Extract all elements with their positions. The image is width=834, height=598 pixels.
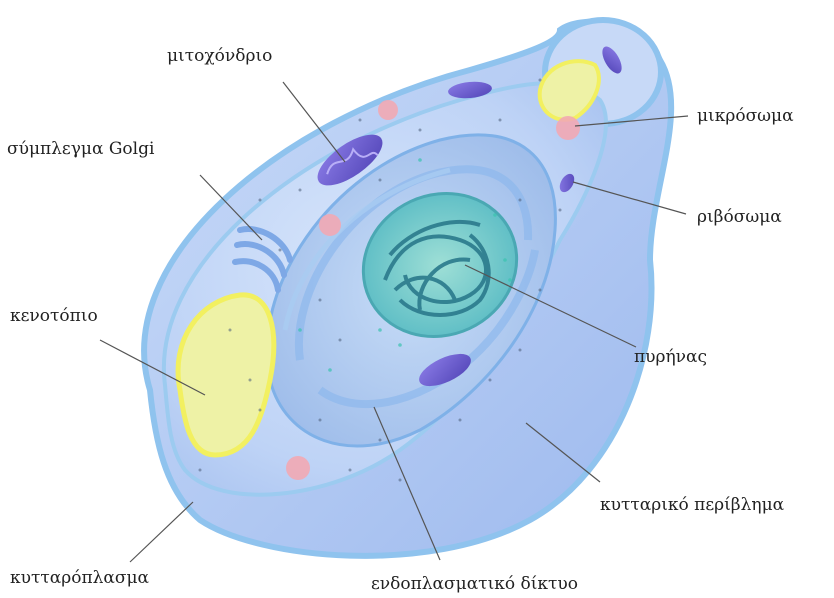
microbody-1: [378, 100, 398, 120]
leader-cytoplasm: [130, 502, 193, 562]
label-cell-envelope: κυτταρικό περίβλημα: [600, 495, 784, 515]
label-vacuole: κενοτόπιο: [10, 306, 98, 326]
label-golgi: σύμπλεγμα Golgi: [7, 139, 154, 159]
microbody-3: [556, 116, 580, 140]
label-ribosome: ριβόσωμα: [697, 207, 782, 227]
label-endoplasmic-reticulum: ενδοπλασματικό δίκτυο: [371, 574, 578, 594]
microbody-2: [319, 214, 341, 236]
label-mitochondrion: μιτοχόνδριο: [167, 46, 272, 66]
label-nucleus: πυρήνας: [634, 347, 707, 367]
label-cytoplasm: κυτταρόπλασμα: [10, 568, 149, 588]
microbody-4: [286, 456, 310, 480]
label-microbody: μικρόσωμα: [697, 106, 794, 126]
